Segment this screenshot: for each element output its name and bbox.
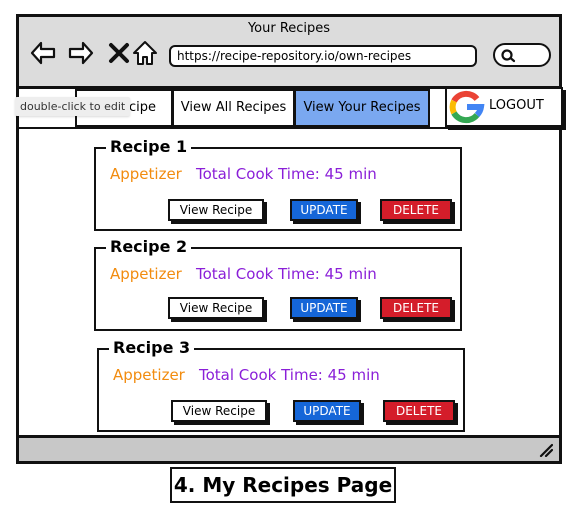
view-recipe-button[interactable]: View Recipe [168, 199, 264, 221]
browser-toolbar: Your Recipes https://recipe-repository.i… [19, 17, 559, 89]
update-button[interactable]: UPDATE [290, 199, 358, 221]
recipe-cook-time: Total Cook Time: 45 min [196, 265, 377, 283]
logout-button[interactable]: LOGOUT [445, 87, 563, 127]
delete-button[interactable]: DELETE [380, 199, 452, 221]
google-logo-icon [449, 90, 485, 124]
view-recipe-button[interactable]: View Recipe [171, 400, 267, 422]
view-recipe-button[interactable]: View Recipe [168, 297, 264, 319]
home-icon[interactable] [131, 39, 159, 67]
logout-label: LOGOUT [489, 98, 544, 113]
recipe-category: Appetizer [110, 265, 182, 283]
search-icon [501, 49, 516, 63]
tab-view-your-recipes[interactable]: View Your Recipes [294, 89, 430, 127]
nav-tabs: ecipe View All Recipes View Your Recipes [19, 89, 559, 129]
edit-tooltip: double-click to edit [15, 97, 131, 116]
recipe-card: Recipe 2 Appetizer Total Cook Time: 45 m… [94, 237, 462, 331]
recipe-card: Recipe 3 Appetizer Total Cook Time: 45 m… [97, 338, 465, 432]
delete-button[interactable]: DELETE [380, 297, 452, 319]
browser-window: Your Recipes https://recipe-repository.i… [15, 14, 563, 464]
tab-view-all-recipes[interactable]: View All Recipes [172, 89, 295, 127]
close-icon[interactable] [105, 39, 133, 67]
recipe-category: Appetizer [113, 366, 185, 384]
resize-grip-icon[interactable] [539, 443, 553, 457]
recipe-category: Appetizer [110, 165, 182, 183]
update-button[interactable]: UPDATE [293, 400, 361, 422]
recipe-title: Recipe 2 [106, 237, 192, 256]
url-bar[interactable]: https://recipe-repository.io/own-recipes [169, 45, 477, 67]
status-bar [19, 435, 559, 461]
recipe-cook-time: Total Cook Time: 45 min [196, 165, 377, 183]
update-button[interactable]: UPDATE [290, 297, 358, 319]
recipe-cook-time: Total Cook Time: 45 min [199, 366, 380, 384]
window-title: Your Recipes [247, 21, 331, 36]
back-arrow-icon[interactable] [29, 39, 57, 67]
recipe-title: Recipe 1 [106, 137, 192, 156]
delete-button[interactable]: DELETE [383, 400, 455, 422]
recipe-title: Recipe 3 [109, 338, 195, 357]
recipe-card: Recipe 1 Appetizer Total Cook Time: 45 m… [94, 137, 462, 231]
page-caption: 4. My Recipes Page [170, 467, 396, 503]
forward-arrow-icon[interactable] [67, 39, 95, 67]
search-box[interactable] [493, 43, 551, 67]
